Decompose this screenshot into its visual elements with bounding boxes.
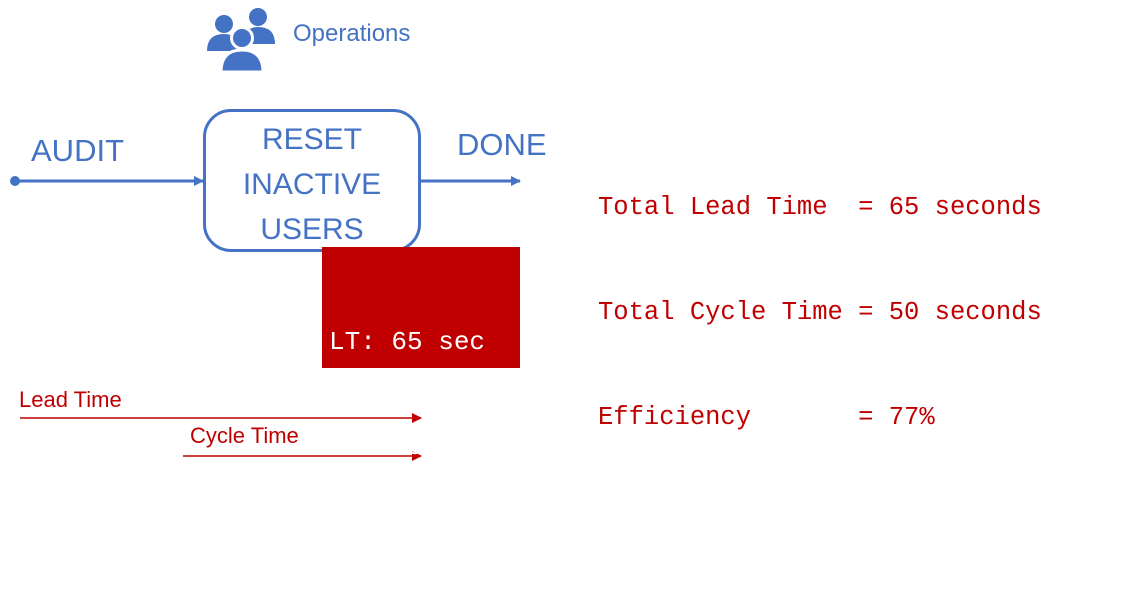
metric-cycle-time: CT: 50 sec [329,432,486,462]
lead-time-label: Lead Time [19,387,122,412]
process-title-line: USERS [260,213,364,246]
process-title-line: INACTIVE [242,168,382,201]
users-group-icon [207,8,275,73]
process-title-line: RESET [261,123,363,156]
process-box [203,109,421,252]
input-label: AUDIT [31,133,124,168]
summary-total-cycle-time: Total Cycle Time = 50 seconds [598,298,1042,327]
metric-lead-time: LT: 65 sec [329,327,486,357]
cycle-time-label: Cycle Time [190,423,299,448]
metrics-badge: LT: 65 sec CT: 50 sec %E: 77% [322,247,520,567]
actor-label: Operations [293,20,411,47]
connectors-layer [10,176,521,461]
output-label: DONE [457,127,547,162]
summary-block: Total Lead Time = 65 seconds Total Cycle… [598,120,1042,470]
process-title: RESET INACTIVE USERS [203,117,421,252]
summary-total-lead-time: Total Lead Time = 65 seconds [598,193,1042,222]
summary-efficiency: Efficiency = 77% [598,403,935,432]
metric-efficiency: %E: 77% [329,537,439,567]
